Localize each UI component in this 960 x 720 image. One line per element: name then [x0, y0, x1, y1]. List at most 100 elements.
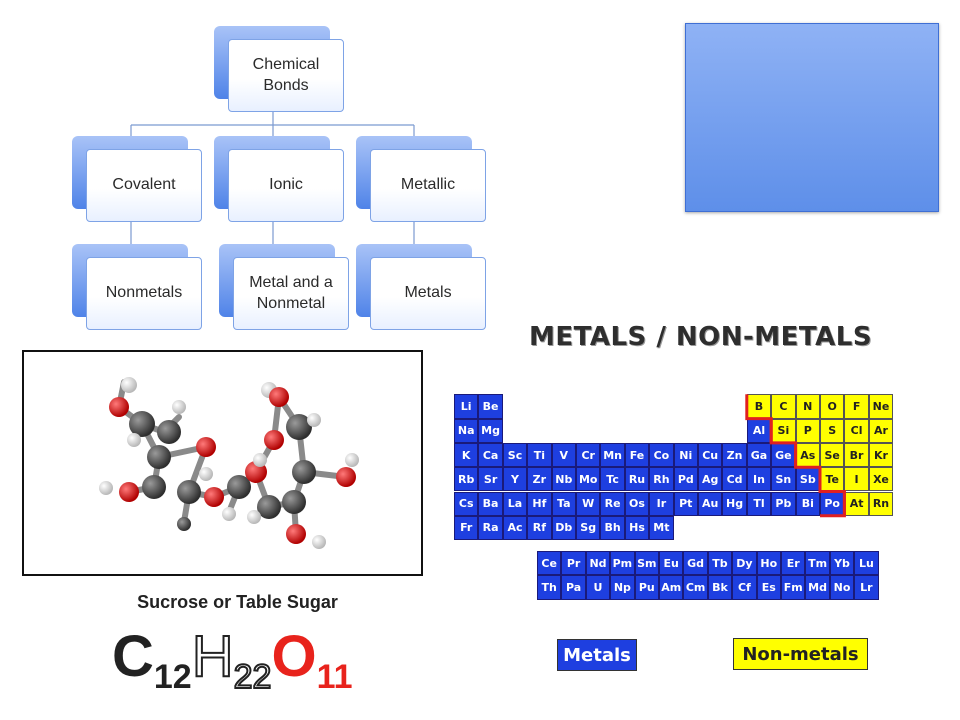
element-cell-tl: Tl [746, 491, 772, 516]
element-cell-ga: Ga [746, 442, 772, 468]
element-cell-po: Po [820, 491, 845, 516]
element-cell-ca: Ca [478, 442, 503, 468]
formula-hydrogen-count: 22 [233, 658, 273, 696]
element-cell-sn: Sn [771, 467, 796, 492]
element-cell-os: Os [624, 491, 650, 516]
element-cell-na: Na [454, 418, 479, 443]
element-cell-pt: Pt [673, 491, 698, 516]
element-cell-v: V [551, 442, 576, 468]
element-cell-np: Np [610, 575, 635, 600]
element-cell-fr: Fr [454, 515, 479, 541]
element-cell-rf: Rf [527, 515, 552, 541]
element-cell-lr: Lr [854, 575, 879, 600]
element-cell-f: F [844, 394, 869, 419]
element-cell-tb: Tb [707, 551, 733, 576]
element-cell-cl: Cl [844, 418, 869, 443]
node-label: Covalent [112, 176, 176, 194]
element-cell-bi: Bi [795, 491, 820, 516]
element-cell-nd: Nd [585, 551, 611, 576]
element-cell-ne: Ne [868, 394, 894, 419]
element-cell-se: Se [820, 442, 845, 468]
element-cell-sr: Sr [478, 467, 503, 492]
element-cell-be: Be [478, 394, 503, 419]
element-cell-n: N [795, 394, 820, 419]
element-cell-tm: Tm [805, 551, 830, 576]
element-cell-si: Si [771, 418, 796, 443]
element-cell-nb: Nb [551, 467, 576, 492]
sucrose-formula: C12H22O11 [112, 627, 353, 696]
element-cell-db: Db [551, 515, 576, 541]
boundary-metalloid-edge [769, 418, 846, 516]
element-cell-pu: Pu [634, 575, 659, 600]
element-cell-pm: Pm [610, 551, 635, 576]
element-cell-cr: Cr [576, 442, 601, 468]
element-cell-c: C [771, 394, 796, 419]
element-cell-ra: Ra [478, 515, 503, 541]
periodic-table-title: METALS / NON-METALS [529, 322, 873, 352]
element-cell-cf: Cf [732, 575, 757, 600]
element-cell-cm: Cm [683, 575, 708, 600]
element-cell-y: Y [502, 467, 528, 492]
element-cell-no: No [829, 575, 855, 600]
element-cell-au: Au [698, 491, 723, 516]
element-cell-p: P [795, 418, 820, 443]
element-cell-ir: Ir [649, 491, 674, 516]
element-cell-re: Re [600, 491, 625, 516]
element-cell-cd: Cd [722, 467, 747, 492]
element-cell-ru: Ru [624, 467, 650, 492]
element-cell-i: I [844, 467, 869, 492]
element-cell-w: W [576, 491, 601, 516]
formula-oxygen-count: 11 [316, 658, 353, 696]
element-cell-bk: Bk [707, 575, 733, 600]
element-cell-zr: Zr [527, 467, 552, 492]
element-cell-rh: Rh [649, 467, 674, 492]
element-cell-pa: Pa [561, 575, 586, 600]
element-cell-tc: Tc [600, 467, 625, 492]
element-cell-cu: Cu [698, 442, 723, 468]
element-cell-ag: Ag [698, 467, 723, 492]
element-cell-ta: Ta [551, 491, 576, 516]
element-cell-md: Md [805, 575, 830, 600]
node-label: Metal and a Nonmetal [249, 273, 333, 312]
element-cell-ni: Ni [673, 442, 698, 468]
element-cell-hf: Hf [527, 491, 552, 516]
element-cell-ar: Ar [868, 418, 894, 443]
element-cell-hs: Hs [624, 515, 650, 541]
element-cell-es: Es [756, 575, 781, 600]
node-nonmetals: Nonmetals [86, 257, 202, 330]
formula-hydrogen: H [191, 624, 235, 689]
element-cell-in: In [746, 467, 772, 492]
element-cell-ac: Ac [502, 515, 528, 541]
element-cell-ce: Ce [537, 551, 562, 576]
formula-carbon: C [112, 624, 154, 689]
element-cell-bh: Bh [600, 515, 625, 541]
element-cell-er: Er [781, 551, 806, 576]
element-cell-dy: Dy [732, 551, 757, 576]
legend-metals: Metals [557, 639, 637, 671]
element-cell-o: O [820, 394, 845, 419]
element-cell-xe: Xe [868, 467, 894, 492]
element-cell-sb: Sb [795, 467, 820, 492]
element-cell-mg: Mg [478, 418, 503, 443]
element-cell-co: Co [649, 442, 674, 468]
node-metallic: Metallic [370, 149, 486, 222]
node-label: Ionic [269, 176, 303, 194]
element-cell-mt: Mt [649, 515, 674, 541]
element-cell-la: La [502, 491, 528, 516]
formula-oxygen: O [271, 624, 317, 689]
element-cell-br: Br [844, 442, 869, 468]
element-cell-sc: Sc [502, 442, 528, 468]
element-cell-th: Th [537, 575, 562, 600]
element-cell-u: U [585, 575, 611, 600]
element-cell-hg: Hg [722, 491, 747, 516]
node-metal-and-nonmetal: Metal and a Nonmetal [233, 257, 349, 330]
node-label: Metals [404, 284, 452, 302]
node-covalent: Covalent [86, 149, 202, 222]
element-cell-am: Am [659, 575, 684, 600]
element-cell-eu: Eu [659, 551, 684, 576]
molecule-caption: Sucrose or Table Sugar [137, 592, 338, 612]
element-cell-k: K [454, 442, 479, 468]
element-cell-lu: Lu [854, 551, 879, 576]
element-cell-ti: Ti [527, 442, 552, 468]
